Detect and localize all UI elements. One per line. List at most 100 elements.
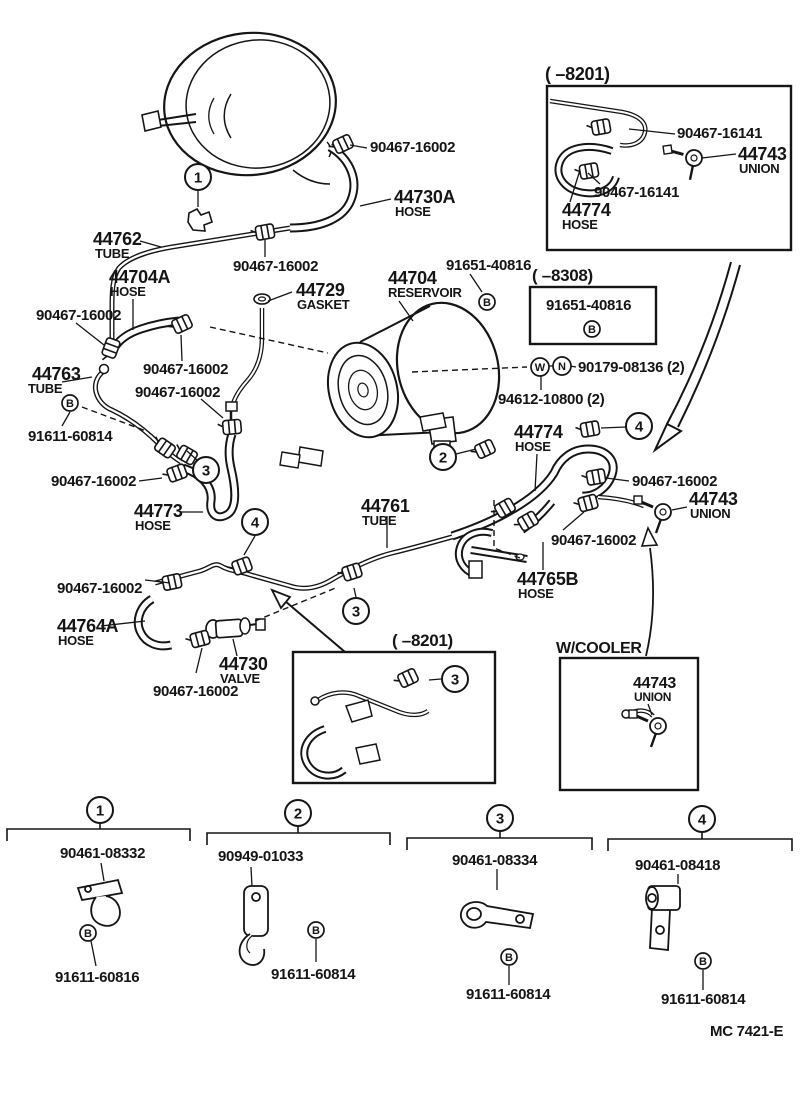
callout-4: 4 — [625, 412, 653, 440]
union-44743-icon — [661, 139, 707, 185]
clamp-icon — [335, 561, 364, 584]
reservoir-strap-a — [297, 446, 324, 467]
label-pn-90179-08136: 90179-08136 (2) — [578, 359, 685, 376]
label-pn-90467-16002-j: 90467-16002 — [153, 683, 238, 700]
sweep-arrow — [666, 261, 732, 425]
label-part-44761: 44761 — [361, 496, 410, 516]
label-part-44743-b-desc: UNION — [690, 506, 730, 521]
label-part-44773: 44773 — [134, 501, 183, 521]
hose-inner-highlight — [456, 529, 493, 576]
label-part-44743-c-desc: UNION — [634, 690, 671, 704]
hose-inner-highlight — [154, 525, 489, 590]
reference-arrows — [270, 261, 741, 657]
bracket-cylinder — [468, 560, 483, 579]
bottom-drawings — [76, 878, 681, 966]
label-pn-91611-60814-a: 91611-60814 — [28, 428, 113, 445]
tube-44761 — [154, 524, 489, 591]
marker-B: B — [307, 921, 325, 939]
callout-1: 1 — [86, 796, 114, 824]
box-8201-bottom — [291, 650, 497, 785]
booster-rod — [157, 113, 197, 121]
label-part-44729: 44729 — [296, 280, 345, 300]
booster-seam — [292, 169, 331, 185]
label-pn-90461-08332: 90461-08332 — [60, 845, 145, 862]
bottom-braces — [6, 823, 793, 851]
callout-3: 3 — [342, 597, 370, 625]
marker-B: B — [694, 952, 712, 970]
box-arrow-shaft — [284, 600, 346, 653]
hose-inner-highlight — [135, 596, 172, 649]
leader-lines — [61, 128, 737, 990]
label-part-44743-b: 44743 — [689, 489, 738, 509]
label-pn-90467-16002-b: 90467-16002 — [233, 258, 318, 275]
marker-letter: B — [483, 297, 491, 309]
marker-W: W — [530, 357, 550, 377]
label-pn-90467-16002-c: 90467-16002 — [36, 307, 121, 324]
callout-3: 3 — [486, 804, 514, 832]
callout-circle-icon — [486, 804, 514, 832]
callout-circle-icon — [429, 443, 457, 471]
union-44743-icon — [627, 708, 668, 749]
callout-number: 4 — [698, 811, 707, 828]
label-part-44765b-desc: HOSE — [518, 586, 554, 601]
gasket-44729-hole — [257, 296, 267, 302]
label-header-8201-top: ( –8201) — [545, 64, 610, 84]
clamp-icon — [160, 462, 189, 486]
clamp-icon — [183, 629, 212, 651]
clamp-90461-08418-drawing — [645, 885, 681, 952]
clamp-icon — [571, 493, 600, 515]
marker-circle-icon — [478, 293, 496, 311]
label-part-44730: 44730 — [219, 654, 268, 674]
marker-circle-icon — [694, 952, 712, 970]
box-arrowhead — [270, 588, 292, 610]
label-pn-90461-08334: 90461-08334 — [452, 852, 538, 869]
box-wcooler — [558, 656, 700, 792]
marker-letter: B — [588, 324, 596, 336]
callout-number: 1 — [96, 802, 104, 819]
callout-4: 4 — [688, 805, 716, 833]
clamp-90949-01033-drawing — [238, 885, 269, 966]
union-44743-icon — [632, 494, 673, 535]
clamp-icon — [391, 667, 420, 692]
booster-rod-end — [141, 110, 162, 132]
label-part-44763-desc: TUBE — [28, 381, 63, 396]
marker-letter: B — [312, 925, 320, 937]
clamp-icon — [216, 418, 243, 436]
label-part-44774-b: 44774 — [514, 422, 563, 442]
marker-B: B — [478, 293, 496, 311]
label-part-44765b: 44765B — [517, 569, 579, 589]
sweep-arrow-edge — [677, 264, 741, 428]
callout-number: 3 — [451, 671, 459, 688]
pipe-bolt — [225, 401, 238, 412]
reservoir-strap-b — [279, 451, 301, 469]
sweep-arrowhead — [652, 422, 683, 454]
valve-44730-drawing — [205, 617, 266, 639]
marker-B: B — [61, 394, 79, 412]
label-part-44730-desc: VALVE — [220, 671, 261, 686]
marker-N: N — [552, 356, 572, 376]
callout-4: 4 — [241, 508, 269, 536]
label-header-8308: ( –8308) — [532, 266, 593, 285]
callout-number: 4 — [635, 418, 644, 435]
marker-circle-icon — [307, 921, 325, 939]
booster-hub-arc2 — [208, 97, 215, 135]
label-pn-90949-01033: 90949-01033 — [218, 848, 303, 865]
label-part-44773-desc: HOSE — [135, 518, 171, 533]
label-part-44743-a-desc: UNION — [739, 161, 779, 176]
callout-circle-icon — [284, 799, 312, 827]
wcooler-arrowhead — [640, 525, 659, 547]
label-part-44704a: 44704A — [109, 267, 171, 287]
callout-circle-icon — [241, 508, 269, 536]
clamp-icon — [574, 419, 601, 440]
label-part-44762: 44762 — [93, 229, 142, 249]
label-part-44774-a-desc: HOSE — [562, 217, 598, 232]
tube-44763-fitting — [98, 363, 110, 375]
callout-2: 2 — [429, 443, 457, 471]
box8201-clip-b — [355, 743, 381, 765]
callout-number: 4 — [251, 514, 260, 531]
label-part-44763: 44763 — [32, 364, 81, 384]
label-pn-90467-16002-d: 90467-16002 — [143, 361, 228, 378]
label-pn-90461-08418: 90461-08418 — [635, 857, 720, 874]
callout-1: 1 — [184, 163, 212, 191]
callout-2: 2 — [284, 799, 312, 827]
